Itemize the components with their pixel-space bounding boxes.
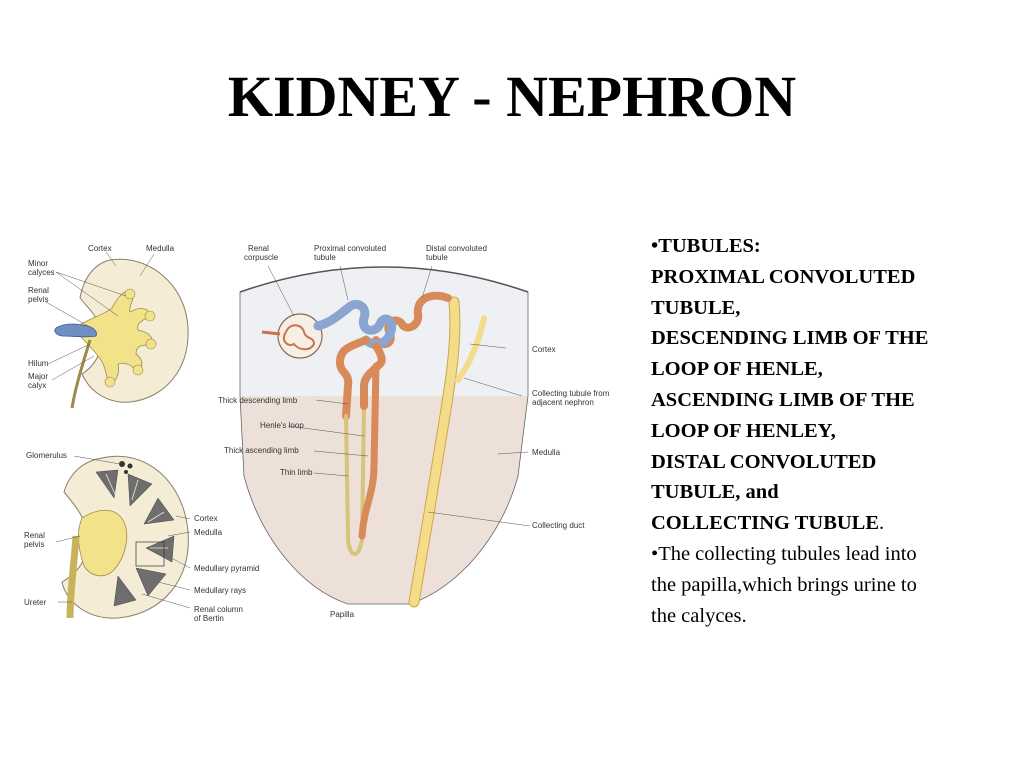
bullet-tubules-heading: •TUBULES: <box>651 235 761 257</box>
label-top-renal-pelvis-1: Renal <box>28 286 49 295</box>
label-nephron-medulla: Medulla <box>532 448 561 457</box>
collecting-duct-illustration <box>408 296 487 608</box>
bullet-collecting: •The collecting tubules lead into <box>651 542 917 565</box>
label-distal-2: tubule <box>426 253 448 262</box>
label-thin-limb: Thin limb <box>280 468 313 477</box>
label-papilla: Papilla <box>330 610 355 619</box>
tubules-line: DESCENDING LIMB OF THE <box>651 327 929 350</box>
bottom-kidney-ureter <box>66 535 80 619</box>
label-proximal-1: Proximal convoluted <box>314 244 386 253</box>
label-medullary-rays: Medullary rays <box>194 586 246 595</box>
afferent-arteriole <box>261 330 281 336</box>
label-top-cortex: Cortex <box>88 244 112 253</box>
tubules-heading-text: TUBULES: <box>658 235 761 257</box>
label-proximal-2: tubule <box>314 253 336 262</box>
label-glomerulus: Glomerulus <box>26 451 67 460</box>
glomerulus-tuft <box>282 324 316 351</box>
label-top-renal-pelvis-2: pelvis <box>28 295 48 304</box>
label-bottom-renal-pelvis-2: pelvis <box>24 540 44 549</box>
label-hilum: Hilum <box>28 359 49 368</box>
bottom-kidney-illustration <box>61 455 189 619</box>
tubules-line: DISTAL CONVOLUTED <box>651 450 877 473</box>
label-collecting-tubule-2: adjacent nephron <box>532 398 594 407</box>
label-bottom-cortex: Cortex <box>194 514 218 523</box>
top-kidney-minor-calyx-group <box>104 288 157 388</box>
collecting-line: the calyces. <box>651 604 747 627</box>
thick-descending-limb <box>335 336 370 420</box>
label-renal-corpuscle-2: corpuscle <box>244 253 279 262</box>
label-renal-corpuscle-1: Renal <box>248 244 269 253</box>
collecting-line: the papilla,which brings urine to <box>651 573 917 596</box>
label-renal-column-1: Renal column <box>194 605 243 614</box>
capsule-line <box>239 266 529 293</box>
label-minor-calyces-1: Minor <box>28 259 48 268</box>
label-henles-loop: Henle's loop <box>260 421 304 430</box>
label-thick-ascending-limb: Thick ascending limb <box>224 446 299 455</box>
label-collecting-tubule-1: Collecting tubule from <box>532 389 610 398</box>
bottom-kidney-leader-lines <box>55 455 191 609</box>
slide-title: KIDNEY - NEPHRON <box>227 64 797 129</box>
collecting-line: The collecting tubules lead into <box>658 542 917 565</box>
proximal-tubule-illustration <box>261 299 397 359</box>
top-kidney-pelvis <box>54 323 97 338</box>
tubules-last-line: COLLECTING TUBULE. <box>651 508 1013 539</box>
label-renal-column-2: of Bertin <box>194 614 224 623</box>
adjacent-collecting-tubule <box>455 315 487 383</box>
ascending-limb-lower <box>358 362 380 540</box>
top-kidney-ureter <box>70 339 92 409</box>
label-top-medulla: Medulla <box>146 244 175 253</box>
label-major-calyx-1: Major <box>28 372 48 381</box>
top-kidney-illustration <box>54 258 189 409</box>
tubules-line: ASCENDING LIMB OF THE <box>651 388 915 411</box>
tubules-line: TUBULE, and <box>651 481 779 504</box>
label-minor-calyces-2: calyces <box>28 268 55 277</box>
nephron-leader-lines <box>267 265 531 527</box>
tubules-trailing-period: . <box>879 512 885 535</box>
bottom-kidney-sinus <box>78 509 128 577</box>
label-ureter: Ureter <box>24 598 47 607</box>
thin-limb <box>344 404 366 556</box>
loop-of-henle-illustration <box>335 336 386 556</box>
medullary-rays <box>105 473 168 549</box>
label-bottom-medulla: Medulla <box>194 528 223 537</box>
tubules-line: PROXIMAL CONVOLUTED <box>651 265 916 288</box>
medulla-zone <box>240 396 528 604</box>
proximal-convoluted-tubule <box>313 299 397 349</box>
kidney-nephron-figure: Cortex Medulla Minor calyces Renal pelvi… <box>18 236 630 626</box>
thick-ascending-limb <box>360 342 386 410</box>
top-kidney-leader-lines <box>45 251 155 381</box>
bullet-text-block: •TUBULES: PROXIMAL CONVOLUTED TUBULE, DE… <box>651 231 1013 631</box>
label-distal-1: Distal convoluted <box>426 244 487 253</box>
tubules-line: LOOP OF HENLE, <box>651 358 823 381</box>
tubules-line: TUBULE, <box>651 296 741 319</box>
label-nephron-cortex: Cortex <box>532 345 556 354</box>
label-medullary-pyramid: Medullary pyramid <box>194 564 259 573</box>
medullary-pyramids <box>95 469 175 607</box>
tubules-line: LOOP OF HENLEY, <box>651 419 836 442</box>
label-collecting-duct: Collecting duct <box>532 521 585 530</box>
label-major-calyx-2: calyx <box>28 381 46 390</box>
anatomy-diagram: Cortex Medulla Minor calyces Renal pelvi… <box>24 244 610 623</box>
label-thick-descending-limb: Thick descending limb <box>218 396 298 405</box>
tubules-line: COLLECTING TUBULE <box>651 512 880 535</box>
glomerulus-marks <box>119 461 133 474</box>
label-bottom-renal-pelvis-1: Renal <box>24 531 45 540</box>
